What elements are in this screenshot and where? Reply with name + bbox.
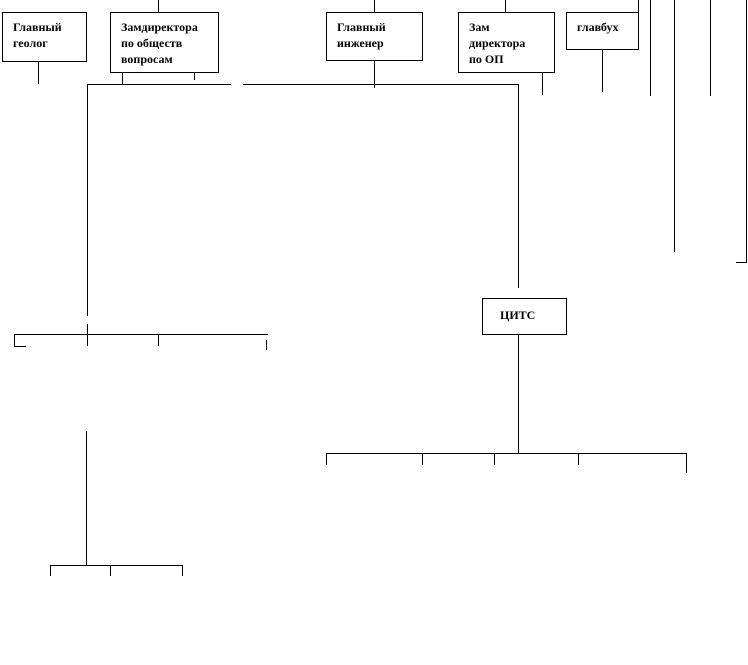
chief-engineer-label: Главный инженер <box>337 20 386 50</box>
deputy-social-affairs-label: Замдиректора по обществ вопросам <box>121 20 198 66</box>
chief-engineer-box: Главный инженер <box>326 12 423 61</box>
chief-geologist-box: Главный геолог <box>2 12 87 62</box>
chief-accountant-box: главбух <box>566 12 639 50</box>
chief-accountant-label: главбух <box>577 20 619 34</box>
deputy-director-op-label: Зам директора по ОП <box>469 20 526 66</box>
deputy-director-op-box: Зам директора по ОП <box>458 12 555 73</box>
chief-geologist-label: Главный геолог <box>13 20 62 50</box>
deputy-social-affairs-box: Замдиректора по обществ вопросам <box>110 12 219 73</box>
cits-label: ЦИТС <box>500 308 536 322</box>
cits-box: ЦИТС <box>482 298 567 335</box>
